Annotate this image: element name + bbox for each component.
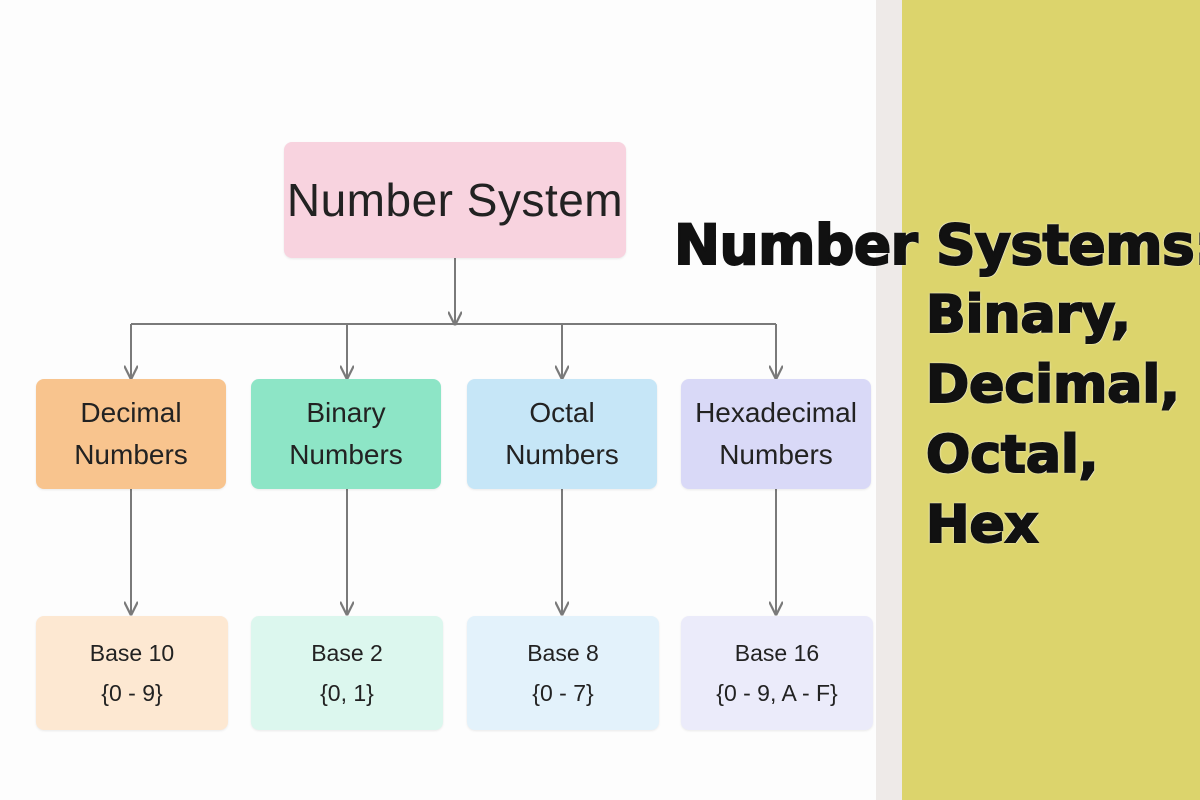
base-label: Base 8 [527, 640, 599, 666]
title-item-binary: Binary, [925, 284, 1132, 346]
title-heading: Number Systems: [673, 212, 1200, 278]
title-panel [902, 0, 1200, 800]
base-label: Base 2 [311, 640, 383, 666]
type-label-line1: Decimal [80, 397, 182, 428]
type-label-line2: Numbers [289, 439, 403, 470]
decimal-base-node: Base 10 {0 - 9} [36, 616, 228, 730]
octal-base-node: Base 8 {0 - 7} [467, 616, 659, 730]
digit-range: {0, 1} [320, 680, 374, 706]
digit-range: {0 - 9} [101, 680, 163, 706]
hexadecimal-numbers-node: Hexadecimal Numbers [681, 379, 871, 489]
number-system-root-node: Number System [284, 142, 626, 258]
digit-range: {0 - 9, A - F} [716, 680, 838, 706]
type-label-line1: Binary [306, 397, 386, 428]
octal-numbers-node: Octal Numbers [467, 379, 657, 489]
type-label-line1: Octal [529, 397, 595, 428]
base-label: Base 16 [734, 640, 820, 666]
page-title: Number Systems: Binary, Decimal, Octal, … [673, 210, 1200, 560]
type-label-line2: Numbers [505, 439, 619, 470]
title-item-decimal: Decimal, [925, 354, 1181, 416]
title-item-octal: Octal, [925, 424, 1100, 486]
root-label: Number System [286, 174, 624, 226]
title-item-hex: Hex [925, 494, 1039, 556]
base-label: Base 10 [89, 640, 175, 666]
binary-numbers-node: Binary Numbers [251, 379, 441, 489]
digit-range: {0 - 7} [532, 680, 594, 706]
hexadecimal-base-node: Base 16 {0 - 9, A - F} [681, 616, 873, 730]
type-label-line2: Numbers [74, 439, 188, 470]
type-label-line2: Numbers [719, 439, 833, 470]
binary-base-node: Base 2 {0, 1} [251, 616, 443, 730]
decimal-numbers-node: Decimal Numbers [36, 379, 226, 489]
type-label-line1: Hexadecimal [695, 397, 857, 428]
